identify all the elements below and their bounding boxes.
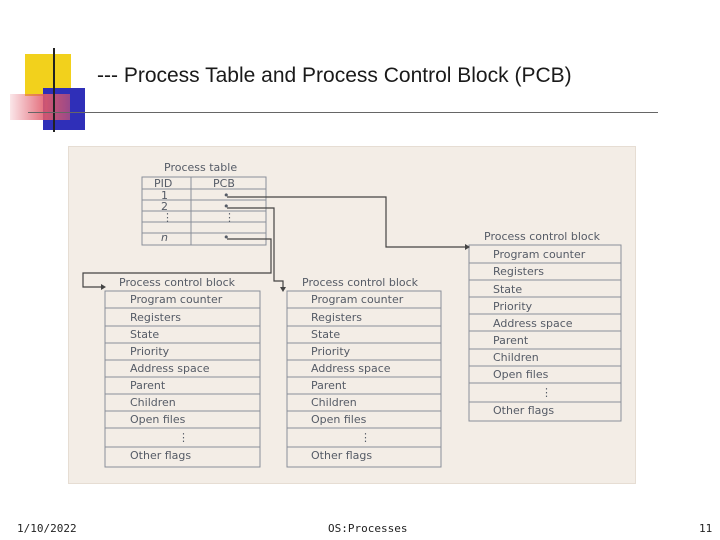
process-table-header-pid: PID — [154, 177, 173, 190]
pcb-left-field: State — [130, 328, 160, 341]
pcb-middle-field: Registers — [311, 311, 363, 324]
pcb-middle-title: Process control block — [302, 276, 419, 289]
process-table-header-pcb: PCB — [213, 177, 235, 190]
pcb-right-title: Process control block — [484, 230, 601, 243]
pcb-left-ellipsis: ⋮ — [178, 431, 189, 444]
pcb-middle-field: Address space — [311, 362, 391, 375]
slide-number: 11 — [699, 522, 713, 535]
process-table-pid-1: 1 — [161, 189, 168, 202]
pcb-left-field: Parent — [130, 379, 166, 392]
pcb-right-field: Other flags — [493, 404, 555, 417]
pcb-middle-field: Parent — [311, 379, 347, 392]
accent-red-bar — [10, 94, 70, 120]
pcb-middle-ellipsis: ⋮ — [360, 431, 371, 444]
pcb-left-field: Priority — [130, 345, 170, 358]
process-table-pcb-ellipsis: ⋮ — [224, 211, 235, 224]
pcb-middle-field: Program counter — [311, 293, 404, 306]
pcb-right-field: Registers — [493, 265, 545, 278]
accent-vertical-line — [53, 48, 55, 132]
pcb-left-title: Process control block — [119, 276, 236, 289]
process-table-pid-ellipsis: ⋮ — [162, 211, 173, 224]
pcb-right-ellipsis: ⋮ — [541, 386, 552, 399]
pcb-diagram-lines — [82, 176, 622, 468]
pcb-right-field: Priority — [493, 300, 533, 313]
process-table-pcb-pointer-2: • — [223, 200, 230, 213]
pcb-right-field: Program counter — [493, 248, 586, 261]
slide-title: --- Process Table and Process Control Bl… — [97, 64, 572, 87]
pcb-right-field: Parent — [493, 334, 529, 347]
pcb-middle-field: Children — [311, 396, 357, 409]
pcb-right-field: Open files — [493, 368, 549, 381]
pcb-right-field: State — [493, 283, 523, 296]
pcb-left-field: Other flags — [130, 449, 192, 462]
pcb-left-field: Open files — [130, 413, 186, 426]
accent-horizontal-line — [28, 112, 658, 113]
pcb-right-field: Children — [493, 351, 539, 364]
pcb-middle-field: Other flags — [311, 449, 373, 462]
process-table-pcb-pointer-1: • — [223, 189, 230, 202]
pcb-right-field: Address space — [493, 317, 573, 330]
process-table-pid-2: 2 — [161, 200, 168, 213]
pcb-left-field: Program counter — [130, 293, 223, 306]
process-table-title: Process table — [164, 161, 238, 174]
process-table-pid-n: n — [161, 231, 168, 244]
process-table-pcb-pointer-n: • — [223, 231, 230, 244]
footer-center: OS:Processes — [328, 522, 408, 535]
pcb-middle-field: Open files — [311, 413, 367, 426]
pcb-middle-field: Priority — [311, 345, 351, 358]
footer-date: 1/10/2022 — [17, 522, 77, 535]
pcb-left-field: Address space — [130, 362, 210, 375]
pcb-middle-field: State — [311, 328, 341, 341]
pcb-figure: Process table PID PCB 1 2 ⋮ n • • ⋮ • Pr… — [68, 146, 636, 484]
pcb-left-field: Registers — [130, 311, 182, 324]
pcb-left-field: Children — [130, 396, 176, 409]
